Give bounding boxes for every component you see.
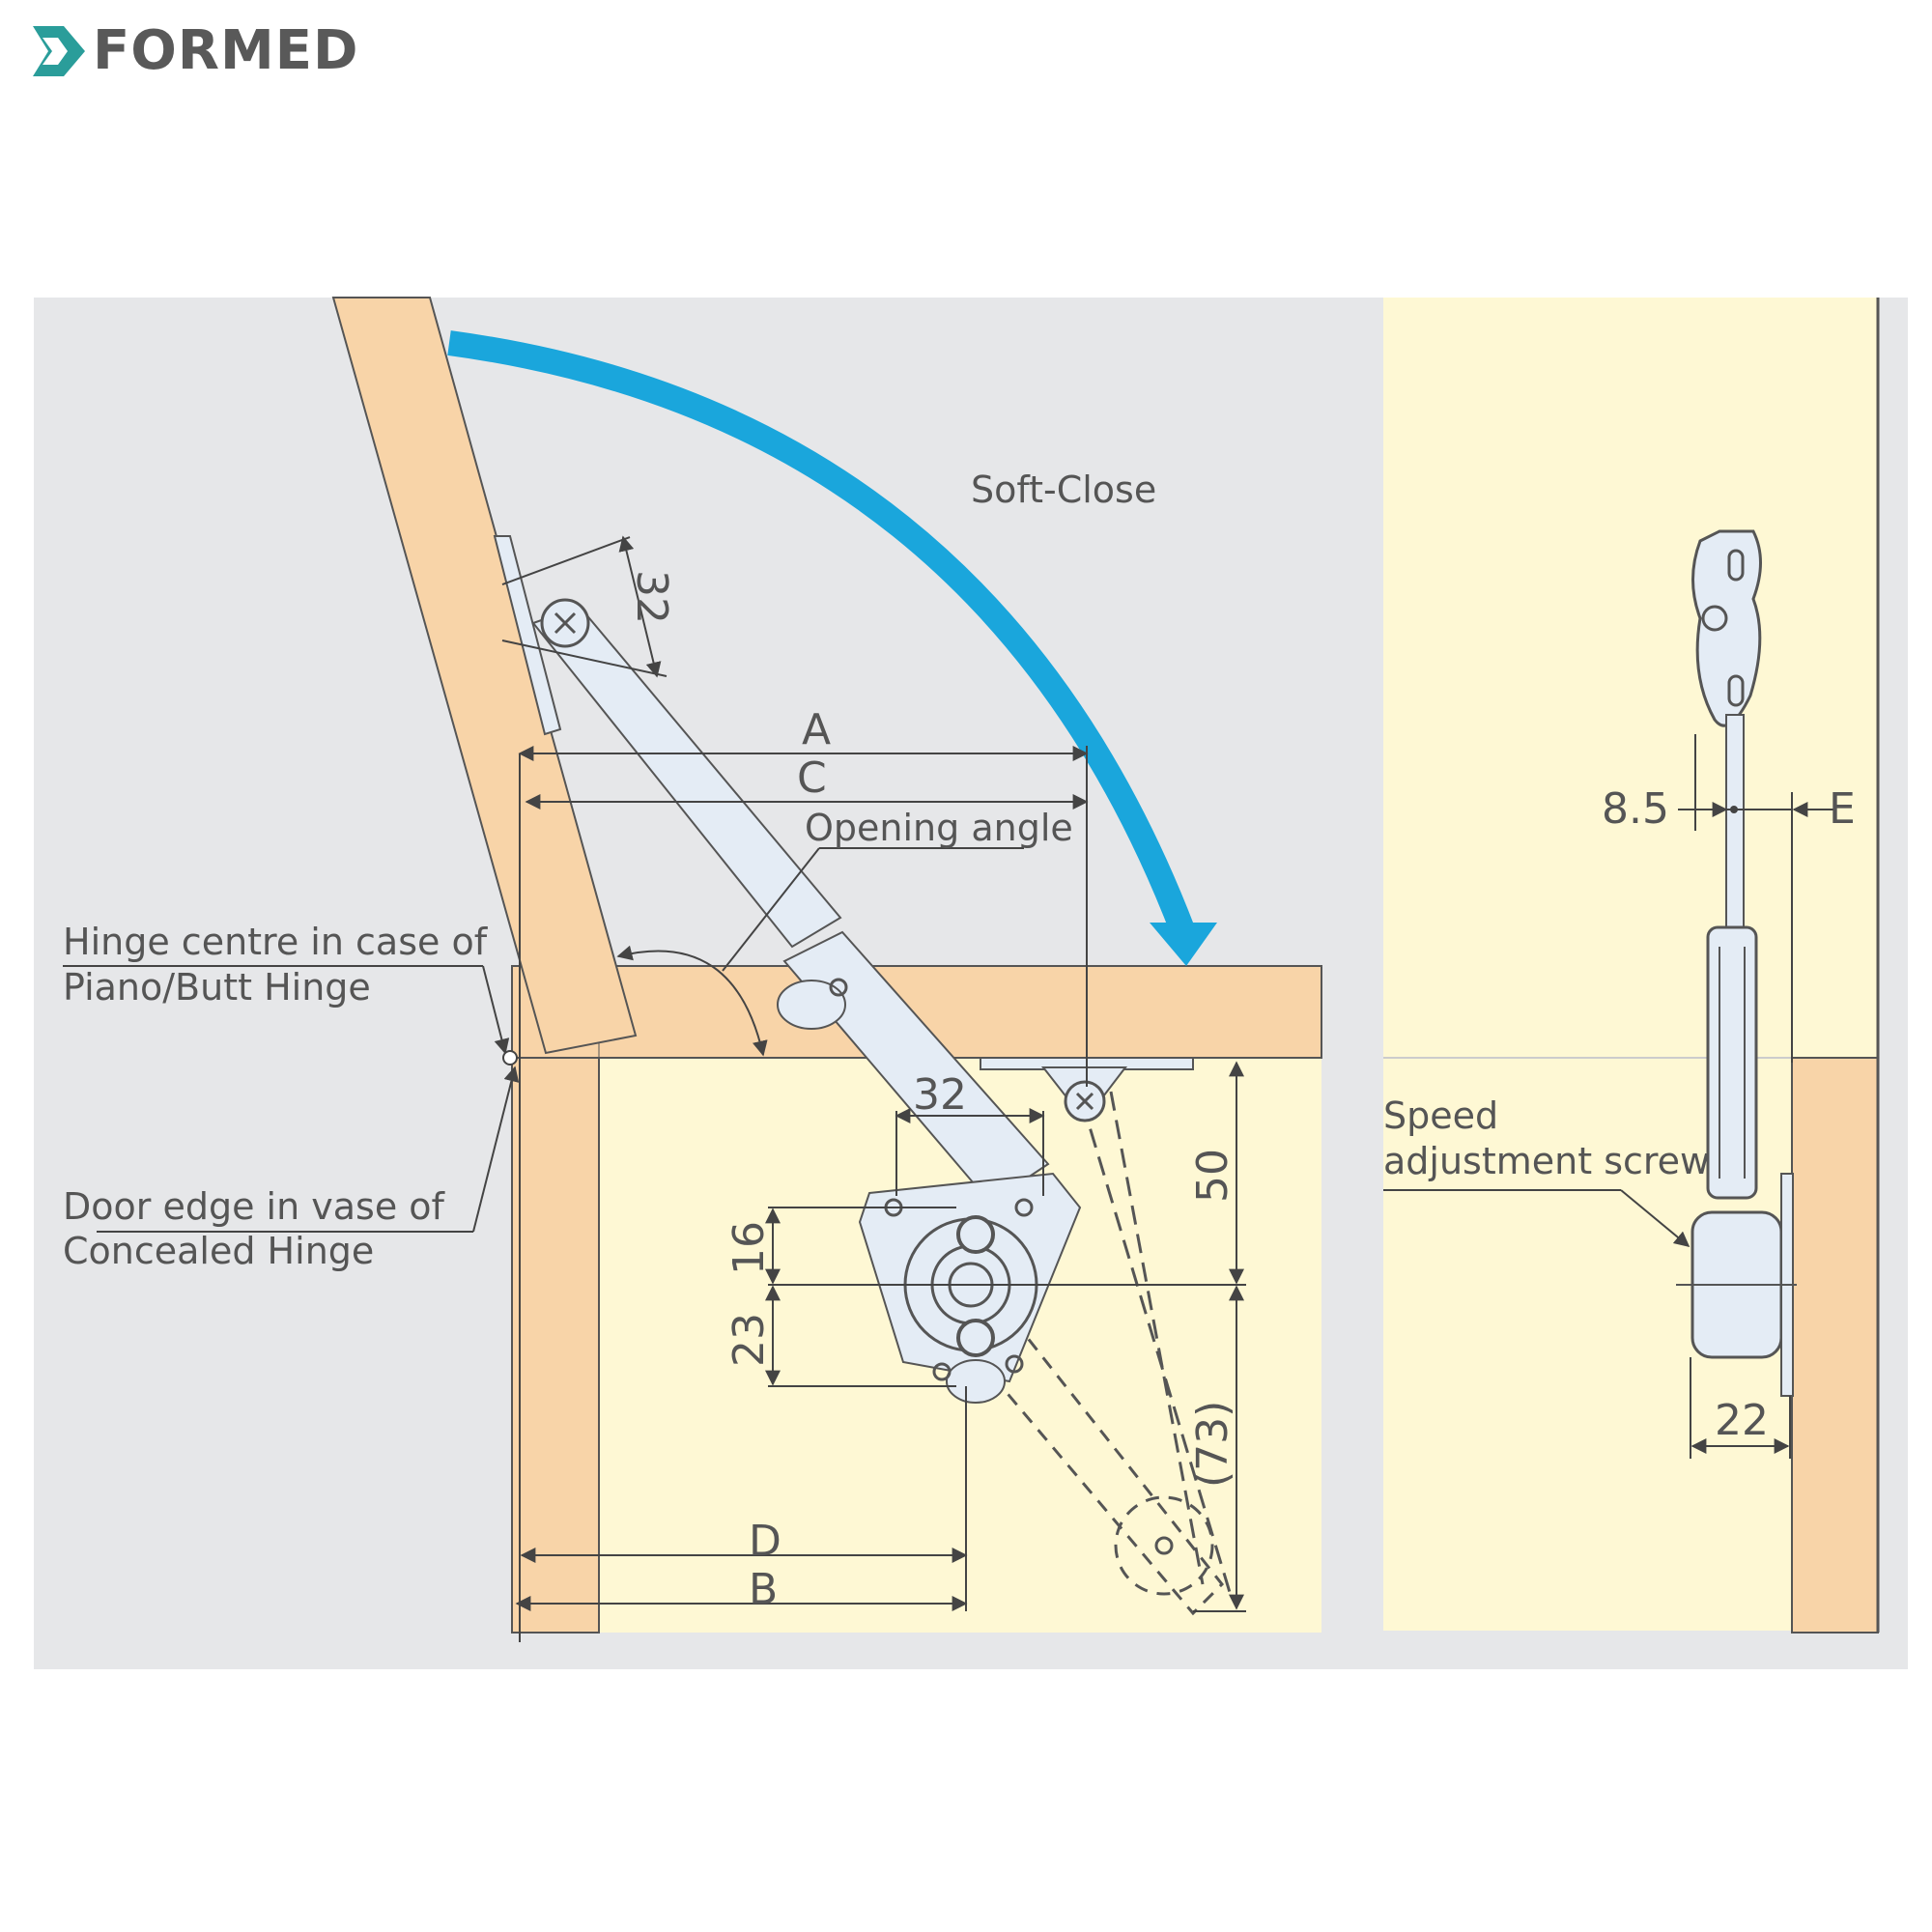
dim-mid-32-label: 32 [913,1070,967,1120]
dim-e-label: E [1829,784,1856,834]
brand-name: FORMED [93,19,359,82]
dim-22-label: 22 [1715,1396,1769,1445]
hinge-point [502,1050,518,1065]
dim-top-32-label: 32 [627,570,676,624]
dashed-link-2 [1109,1091,1205,1585]
hinge-centre-label-2: Piano/Butt Hinge [63,966,371,1009]
speed-label-1: Speed [1383,1094,1498,1137]
speed-label-2: adjustment screw [1383,1140,1710,1182]
hinge-centre-label-1: Hinge centre in case of [63,921,489,963]
dim-d-label: D [749,1517,781,1566]
dim-c-label: C [797,753,827,803]
arm-joint [777,980,846,1030]
dim-16-label: 16 [724,1221,774,1275]
opening-angle-label: Opening angle [805,807,1073,849]
side-view: 8.5 E 22 Speed adjustment screw [1381,298,1908,1669]
main-view: Soft-Close Opening angle Hinge centre in… [34,297,1381,1669]
lid-mount-plate [493,535,562,736]
soft-close-arrow [447,330,1196,937]
fixing-screw-lower [956,1319,995,1357]
soft-close-label: Soft-Close [971,469,1156,511]
brand-logo: FORMED [29,17,358,85]
dim-73-label: (73) [1188,1401,1237,1488]
dim-8-5-label: 8.5 [1602,784,1669,834]
formed-logo-icon [33,26,85,76]
dim-top-32-line [618,535,662,678]
side-upper-bracket [1691,529,1762,727]
dim-23-label: 23 [724,1313,774,1367]
side-lower-body [1706,925,1758,1200]
door-edge-label-2: Concealed Hinge [63,1230,374,1272]
dim-a-label: A [802,705,831,754]
side-wood-edge [1791,1057,1879,1634]
cabinet-side-wall [511,1057,600,1634]
opening-angle-arc [616,945,768,1057]
fixing-screw-upper [956,1215,995,1254]
dim-50-label: 50 [1188,1149,1237,1203]
dim-b-label: B [749,1565,778,1614]
side-arm [1725,714,1745,938]
door-edge-label-1: Door edge in vase of [63,1185,446,1228]
